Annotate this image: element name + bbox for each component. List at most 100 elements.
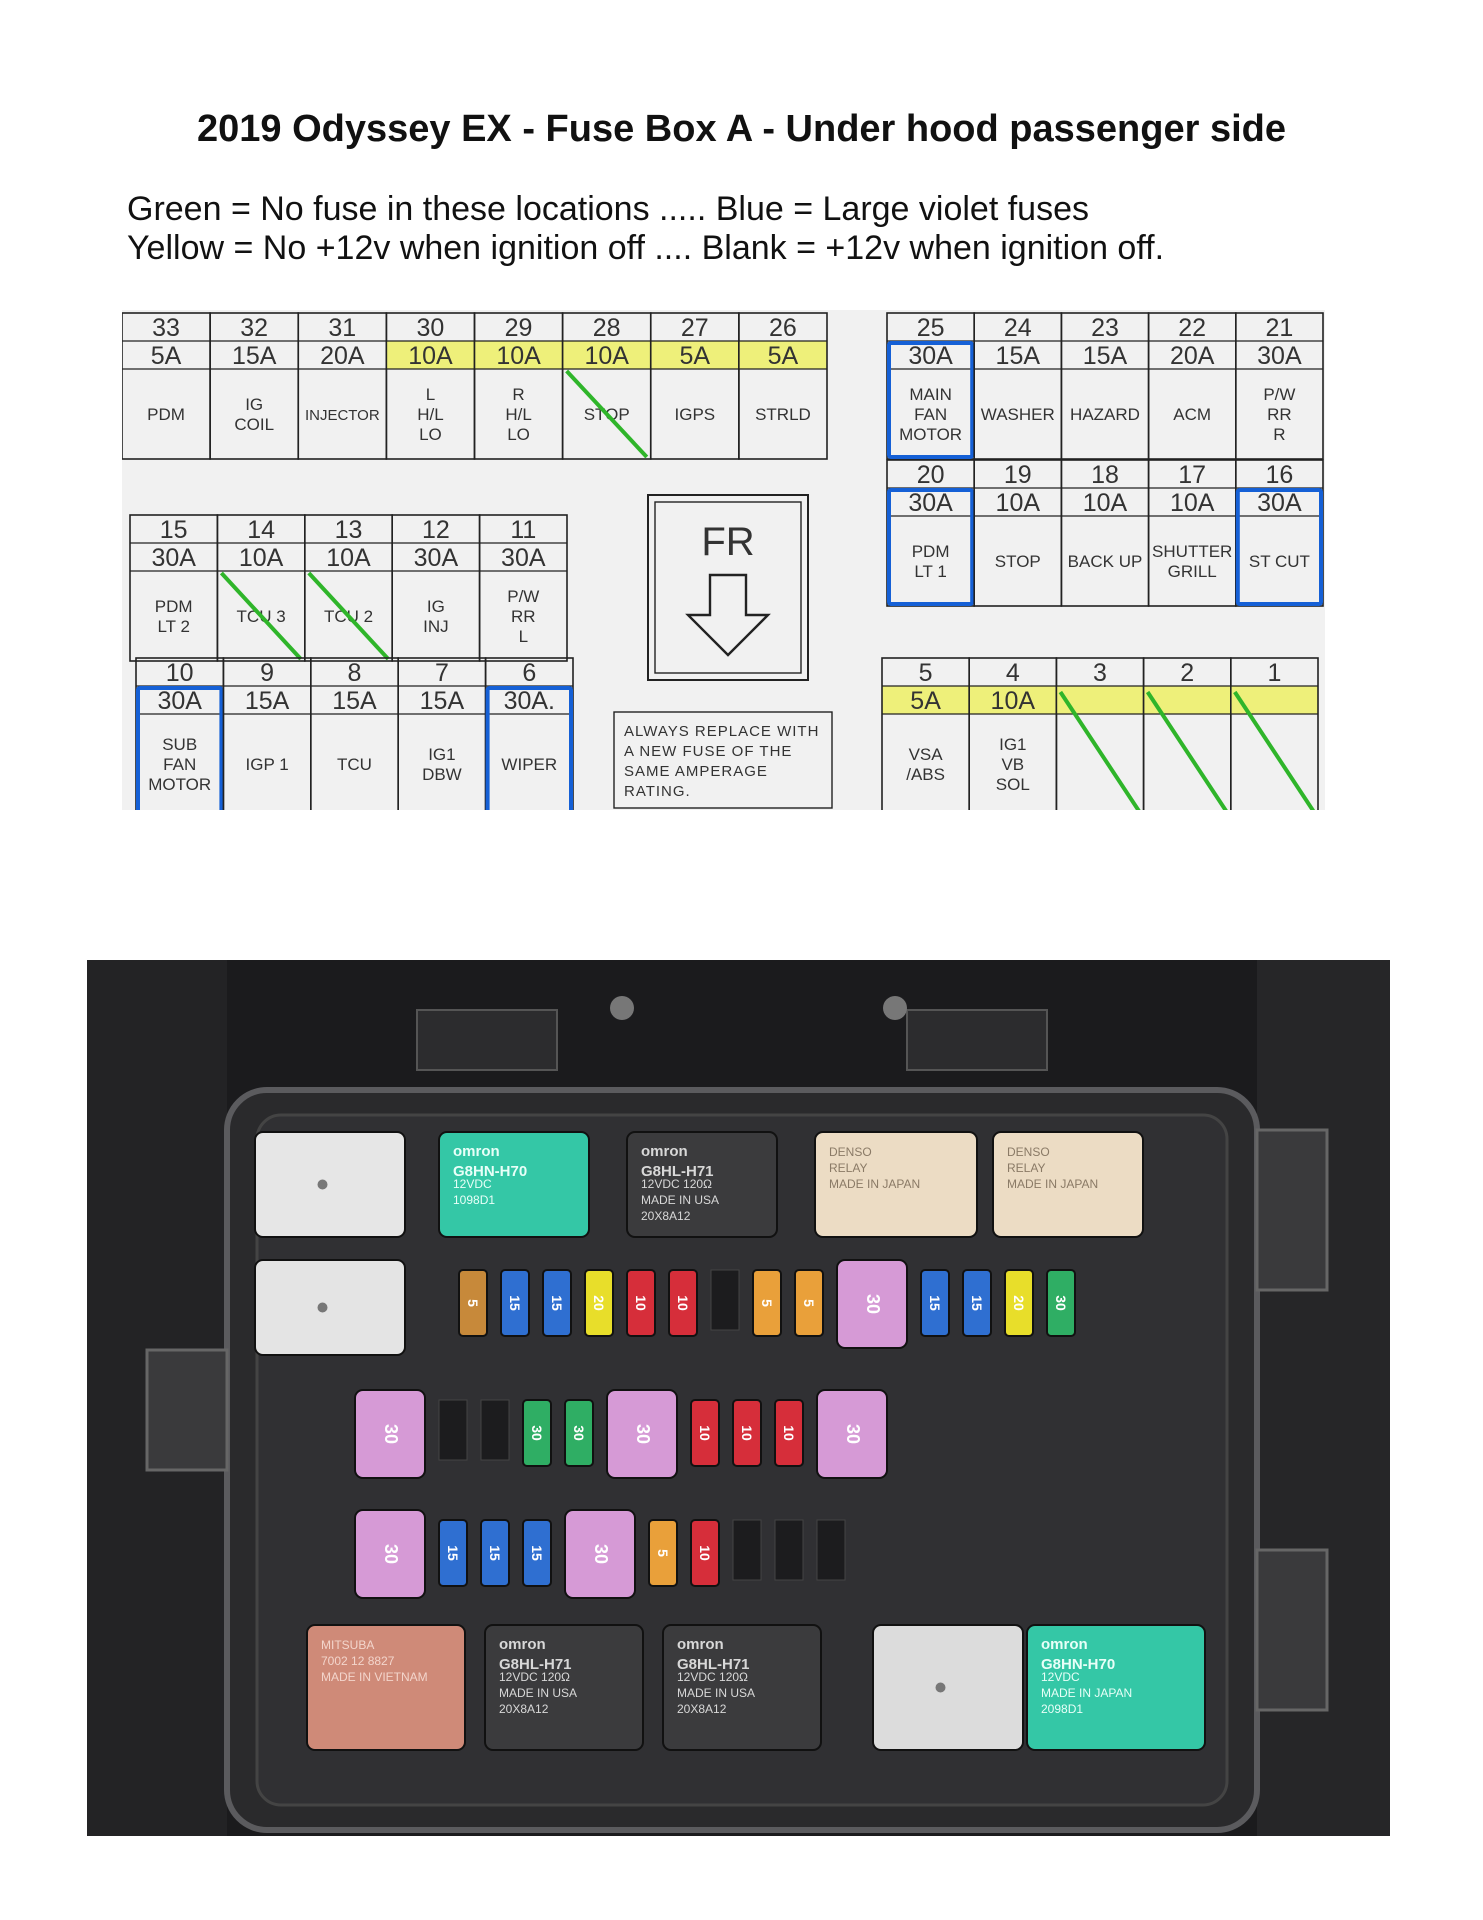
relay-text: omron — [677, 1636, 724, 1653]
fuse-number: 15 — [160, 516, 188, 544]
relay-text: 7002 12 8827 — [321, 1654, 395, 1668]
relay-body — [438, 1131, 590, 1238]
fuse-box-photo-svg: omronG8HN-H7012VDC1098D1omronG8HL-H7112V… — [87, 960, 1390, 1836]
relay-text: omron — [641, 1143, 688, 1160]
fuse-rating-text: 10 — [675, 1295, 691, 1311]
fuse-circuit-label: COIL — [234, 415, 274, 434]
side-clip-right — [1255, 1548, 1329, 1712]
relay-text: omron — [499, 1636, 546, 1653]
fuse-number: 21 — [1265, 314, 1293, 342]
fuse-rating-text: 5 — [801, 1299, 817, 1307]
fuse-rating-text: 30 — [571, 1425, 587, 1441]
empty-fuse-slot — [480, 1399, 510, 1461]
fuse-amperage: 30A — [908, 489, 953, 517]
fuse-number: 7 — [435, 659, 449, 687]
relay-text: G8HL-H71 — [641, 1163, 714, 1180]
relay-text: MADE IN USA — [677, 1686, 755, 1700]
mount-tab-left — [416, 1009, 558, 1071]
relay-text: 20X8A12 — [499, 1702, 549, 1716]
fuse-rating-text: 15 — [487, 1545, 503, 1561]
relay-text: omron — [1041, 1636, 1088, 1653]
fuse-number: 13 — [335, 516, 363, 544]
empty-fuse-slot — [438, 1399, 468, 1461]
fuse-rating-text: 5 — [759, 1299, 775, 1307]
yellow-highlight-27 — [650, 341, 739, 369]
fuse-amperage: 10A — [996, 489, 1041, 517]
notice-line: SAME AMPERAGE — [624, 763, 768, 780]
notice-border — [613, 711, 833, 809]
fuse-circuit-label: INJ — [423, 617, 449, 636]
no-fuse-green-mark — [1058, 690, 1141, 810]
side-clip-left — [145, 1348, 229, 1472]
fuse-number: 27 — [681, 314, 709, 342]
mini-fuse — [1046, 1269, 1076, 1337]
fuse-number: 26 — [769, 314, 797, 342]
relay-body — [662, 1624, 822, 1751]
fuse-circuit-label: PDM — [155, 597, 193, 616]
fuse-amperage: 10A — [496, 342, 541, 370]
fuse-circuit-label: R — [1273, 425, 1285, 444]
fuse-number: 22 — [1178, 314, 1206, 342]
relay-text: 12VDC 120Ω — [641, 1177, 712, 1191]
relay-text: RELAY — [1007, 1161, 1045, 1175]
mini-fuse — [584, 1269, 614, 1337]
fuse-circuit-label: WASHER — [981, 405, 1055, 424]
fuse-amperage: 30A. — [504, 687, 555, 715]
fuse-number: 33 — [152, 314, 180, 342]
fuse-amperage: 30A — [151, 544, 196, 572]
fuse-circuit-label: MOTOR — [899, 425, 962, 444]
large-violet-fuse — [564, 1509, 636, 1599]
fuse-circuit-label: MOTOR — [148, 775, 211, 794]
fuse-amperage: 30A — [908, 342, 953, 370]
relay-text: 20X8A12 — [677, 1702, 727, 1716]
fuse-rating-text: 20 — [591, 1295, 607, 1311]
yellow-highlight-4 — [969, 686, 1057, 714]
no-fuse-green-mark — [1233, 690, 1316, 810]
fuse-cell-14: 1410ATCU 3 — [216, 514, 306, 662]
relay-text: MADE IN JAPAN — [1007, 1177, 1098, 1191]
fuse-circuit-label: LT 2 — [157, 617, 189, 636]
relay-text: 1098D1 — [453, 1193, 495, 1207]
fuse-cell-2: 2 — [1142, 657, 1232, 810]
fuse-amperage: 5A — [910, 687, 941, 715]
fuse-number: 29 — [505, 314, 533, 342]
fuse-number: 3 — [1093, 659, 1107, 687]
no-fuse-green-mark — [565, 369, 649, 459]
fuse-amperage: 15A — [1083, 342, 1128, 370]
fuse-rating-text: 10 — [697, 1545, 713, 1561]
no-fuse-green-mark — [1145, 690, 1228, 810]
fuse-number: 9 — [260, 659, 274, 687]
large-fuse-blue-box — [136, 686, 224, 810]
mini-fuse — [668, 1269, 698, 1337]
fuse-rating-text: 30 — [381, 1544, 401, 1564]
relay-text: G8HL-H71 — [677, 1656, 750, 1673]
mini-fuse — [626, 1269, 656, 1337]
fuse-circuit-label: IG — [245, 395, 263, 414]
fuse-cell-border — [1235, 312, 1324, 460]
fuse-circuit-label: IG1 — [428, 745, 455, 764]
fuse-number: 30 — [417, 314, 445, 342]
relay-text: MITSUBA — [321, 1638, 374, 1652]
fuse-circuit-label: R — [512, 385, 524, 404]
side-clip-right — [1255, 1128, 1329, 1292]
fuse-label-svg: 335APDM3215AIGCOIL3120AINJECTOR3010ALH/L… — [122, 312, 1324, 810]
relay-pin-icon — [935, 1682, 946, 1693]
fuse-amperage: 10A — [239, 544, 284, 572]
relay-body — [1026, 1624, 1206, 1751]
fuse-circuit-label: DBW — [422, 765, 462, 784]
fuse-circuit-label: BACK UP — [1068, 552, 1143, 571]
fuse-rating-text: 30 — [381, 1424, 401, 1444]
large-violet-fuse — [836, 1259, 908, 1349]
fuse-number: 14 — [247, 516, 275, 544]
fuse-amperage: 10A — [991, 687, 1036, 715]
relay-body — [254, 1131, 406, 1238]
large-fuse-blue-box — [485, 686, 573, 810]
